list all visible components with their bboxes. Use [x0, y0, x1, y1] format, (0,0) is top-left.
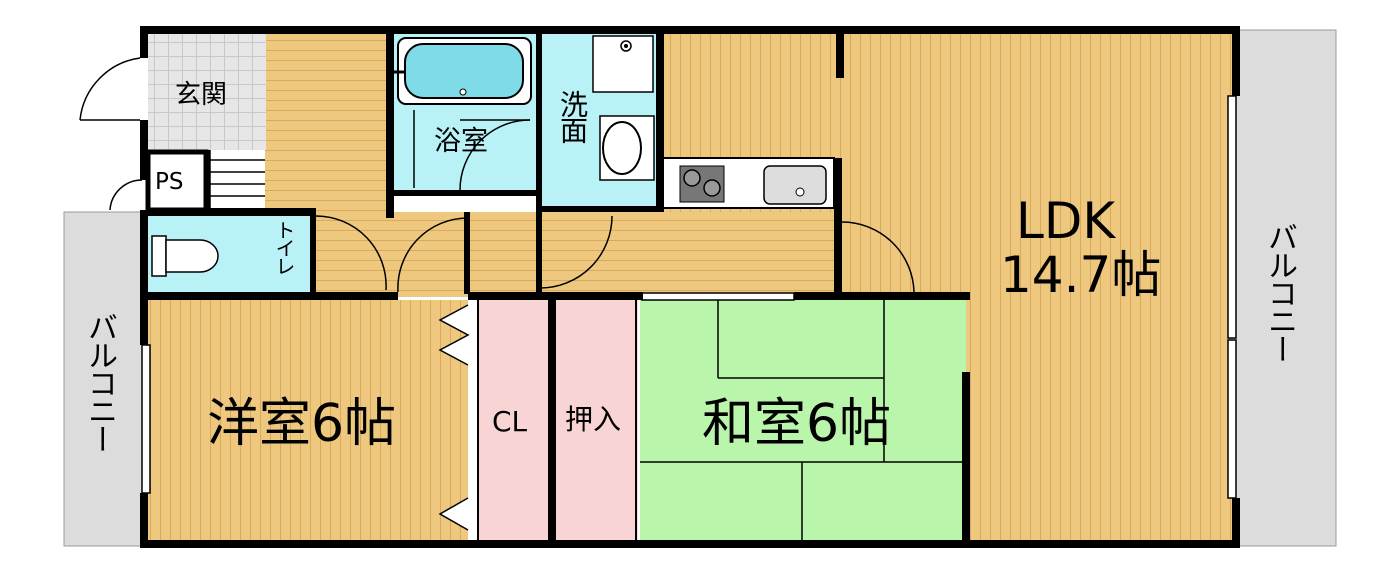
ldk-door-swing [841, 221, 915, 293]
oshiire-floor [556, 300, 638, 542]
room-label-ldk-name: LDK [1016, 192, 1116, 250]
toilet-door-swing [315, 215, 387, 291]
room-label-japanese: 和室6帖 [702, 394, 892, 454]
window-right [1227, 95, 1237, 499]
walls [140, 26, 1240, 548]
wash-basin-icon [599, 115, 655, 181]
tatami-floor [640, 300, 966, 542]
balcony-label-right: バルコニー [1262, 222, 1297, 362]
room-label-washroom: 洗面 [556, 90, 589, 142]
hall-floor [390, 212, 838, 297]
room-label-bath: 浴室 [434, 126, 488, 157]
room-label-toilet: トイレ [272, 220, 296, 274]
room-label-closet: CL [492, 405, 528, 438]
room-label-entrance: 玄関 [175, 80, 228, 110]
balcony-right [1231, 29, 1337, 547]
western-room-floor [148, 300, 468, 542]
balcony-left [63, 211, 149, 547]
western-door-swing [397, 217, 469, 293]
entrance-step-icon [209, 150, 265, 210]
tatami-sliding-door [641, 292, 795, 301]
folding-door-icon [438, 304, 470, 531]
washroom-door-swing [539, 215, 613, 289]
room-label-western: 洋室6帖 [207, 394, 397, 454]
entry-door-swing [79, 57, 141, 121]
bathtub-icon [392, 37, 532, 105]
room-label-oshiire: 押入 [565, 403, 622, 436]
tatami-seams [640, 300, 966, 542]
ps-door-swing [109, 179, 143, 211]
balcony-label-left: バルコニー [82, 312, 117, 452]
room-label-ps: PS [155, 169, 184, 195]
entrance-floor [148, 32, 266, 150]
washing-machine-icon [592, 35, 654, 93]
kitchen-counter-icon [661, 157, 835, 209]
window-left [141, 344, 151, 494]
toilet-bowl-icon [151, 235, 219, 277]
closet-floor [478, 300, 552, 542]
room-label-ldk-size: 14.7帖 [1000, 246, 1162, 304]
bath-door-swing [459, 119, 531, 191]
